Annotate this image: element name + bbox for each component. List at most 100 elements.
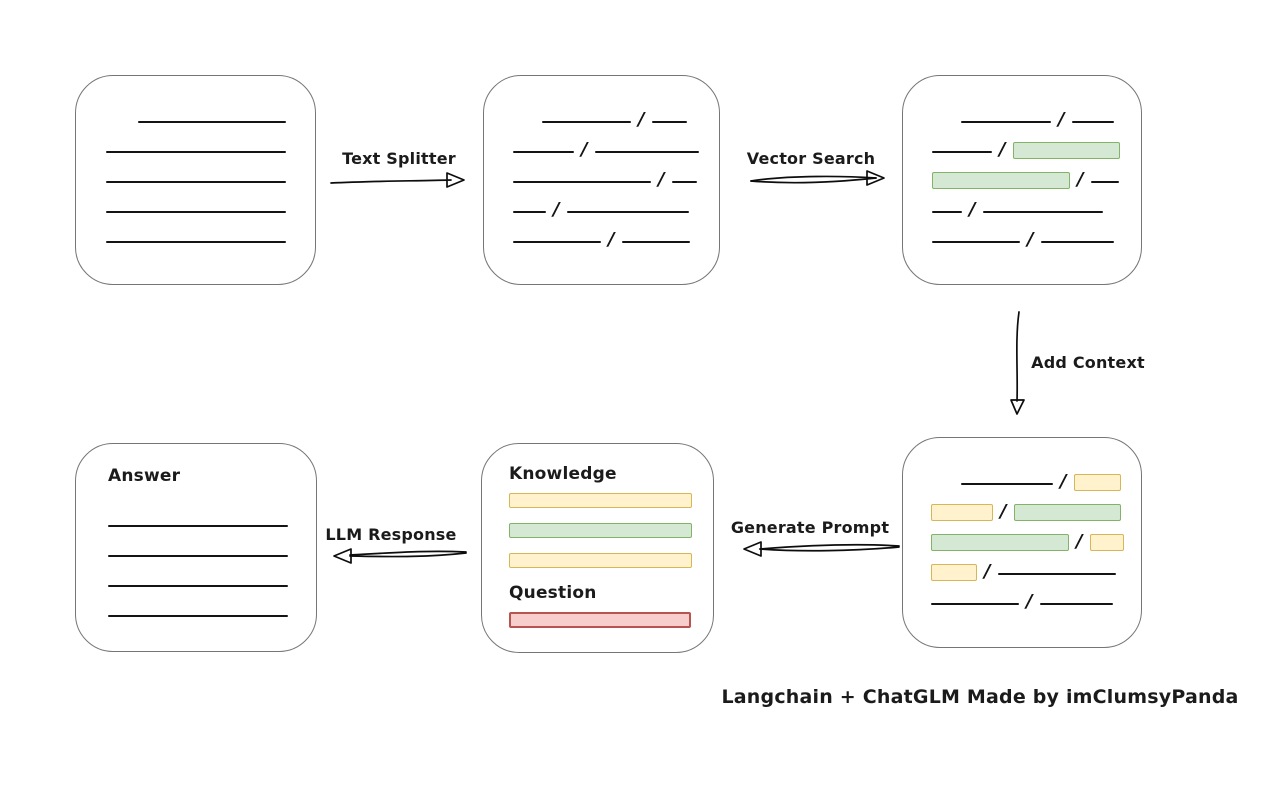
yellow-chunk — [931, 564, 977, 581]
yellow-chunk — [931, 504, 993, 521]
text-line — [108, 555, 288, 557]
answer-box: Answer — [75, 443, 317, 652]
chunk-rows: / / / / / — [903, 438, 1141, 611]
chunk-separator-slash: / — [553, 199, 560, 220]
text-line — [932, 241, 1020, 243]
chunk-separator-slash: / — [984, 561, 991, 582]
chunk-separator-slash: / — [581, 139, 588, 160]
text-line — [566, 211, 689, 213]
chunk-row — [108, 587, 316, 617]
chunk-row: / — [931, 545, 1141, 581]
llm-response-arrowhead-icon — [333, 548, 352, 564]
text-line — [106, 241, 286, 243]
vector-search-result-box: / / / / / — [902, 75, 1142, 285]
vector-search-label: Vector Search — [746, 149, 876, 168]
text-line — [932, 211, 962, 213]
generate-prompt-arrow — [759, 546, 900, 552]
green-chunk — [931, 534, 1069, 551]
generate-prompt-arrowhead-icon — [743, 541, 762, 557]
chunk-separator-slash: / — [1000, 501, 1007, 522]
split-chunks-box: / / / / / — [483, 75, 720, 285]
llm-response-arrow — [349, 550, 467, 556]
chunk-row: / — [932, 153, 1141, 189]
text-splitter-arrow — [330, 179, 452, 184]
chunk-row — [106, 93, 315, 123]
chunk-separator-slash: / — [999, 139, 1006, 160]
text-line — [621, 241, 690, 243]
chunk-separator-slash: / — [1076, 531, 1083, 552]
text-line — [513, 181, 651, 183]
text-line — [106, 151, 286, 153]
text-splitter-arrowhead-icon — [446, 172, 465, 188]
text-line — [106, 211, 286, 213]
text-line — [961, 121, 1051, 123]
chunk-row — [106, 213, 315, 243]
text-line — [108, 525, 288, 527]
text-line — [932, 151, 992, 153]
chunk-separator-slash: / — [658, 169, 665, 190]
text-splitter-label: Text Splitter — [342, 149, 456, 168]
chunk-row: / — [931, 515, 1141, 551]
knowledge-chunk-yellow — [509, 553, 692, 568]
chunk-rows: / / / / / — [903, 76, 1141, 249]
text-line — [138, 121, 286, 123]
text-line — [108, 585, 288, 587]
knowledge-chunk-green — [509, 523, 692, 538]
llm-response-arrow — [349, 552, 467, 558]
text-line — [1071, 121, 1114, 123]
chunk-row: / — [932, 93, 1141, 129]
prompt-box: Knowledge Question — [481, 443, 714, 653]
text-line — [542, 121, 631, 123]
chunk-separator-slash: / — [1077, 169, 1084, 190]
text-line — [1039, 603, 1113, 605]
chunk-separator-slash: / — [608, 229, 615, 250]
text-line — [671, 181, 697, 183]
chunk-row — [106, 183, 315, 213]
text-line — [982, 211, 1103, 213]
chunk-separator-slash: / — [969, 199, 976, 220]
diagram-caption: Langchain + ChatGLM Made by imClumsyPand… — [721, 686, 1239, 708]
chunk-row: / — [513, 123, 719, 159]
context-chunks-box: / / / / / — [902, 437, 1142, 648]
text-line — [513, 151, 574, 153]
chunk-row: / — [932, 213, 1141, 249]
text-line — [513, 241, 601, 243]
document-text-lines — [76, 76, 315, 243]
vector-search-arrow — [750, 177, 877, 184]
green-chunk — [1012, 142, 1120, 159]
add-context-arrow — [1016, 311, 1020, 402]
text-line — [651, 121, 687, 123]
generate-prompt-label: Generate Prompt — [730, 518, 890, 537]
answer-text-lines — [108, 486, 316, 617]
chunk-row — [108, 557, 316, 587]
chunk-separator-slash: / — [638, 109, 645, 130]
chunk-row: / — [932, 123, 1141, 159]
vector-search-arrow — [750, 175, 877, 182]
text-line — [106, 181, 286, 183]
text-line — [961, 483, 1053, 485]
vector-search-arrowhead-icon — [866, 170, 885, 186]
question-label: Question — [509, 583, 597, 603]
chunk-row: / — [931, 455, 1141, 491]
chunk-row: / — [513, 93, 719, 129]
chunk-row: / — [931, 485, 1141, 521]
chunk-row — [108, 527, 316, 557]
knowledge-chunk-yellow — [509, 493, 692, 508]
text-line — [997, 573, 1116, 575]
chunk-rows: / / / / / — [484, 76, 719, 249]
text-line — [513, 211, 546, 213]
generate-prompt-arrow — [759, 543, 900, 550]
chunk-separator-slash: / — [1026, 591, 1033, 612]
chunk-row — [108, 497, 316, 527]
source-document-box — [75, 75, 316, 285]
green-chunk — [932, 172, 1070, 189]
green-chunk — [1013, 504, 1121, 521]
chunk-row: / — [513, 183, 719, 219]
add-context-arrowhead-icon — [1010, 399, 1025, 415]
llm-response-label: LLM Response — [325, 525, 457, 544]
chunk-separator-slash: / — [1027, 229, 1034, 250]
yellow-chunk — [1089, 534, 1124, 551]
chunk-row: / — [932, 183, 1141, 219]
chunk-separator-slash: / — [1058, 109, 1065, 130]
